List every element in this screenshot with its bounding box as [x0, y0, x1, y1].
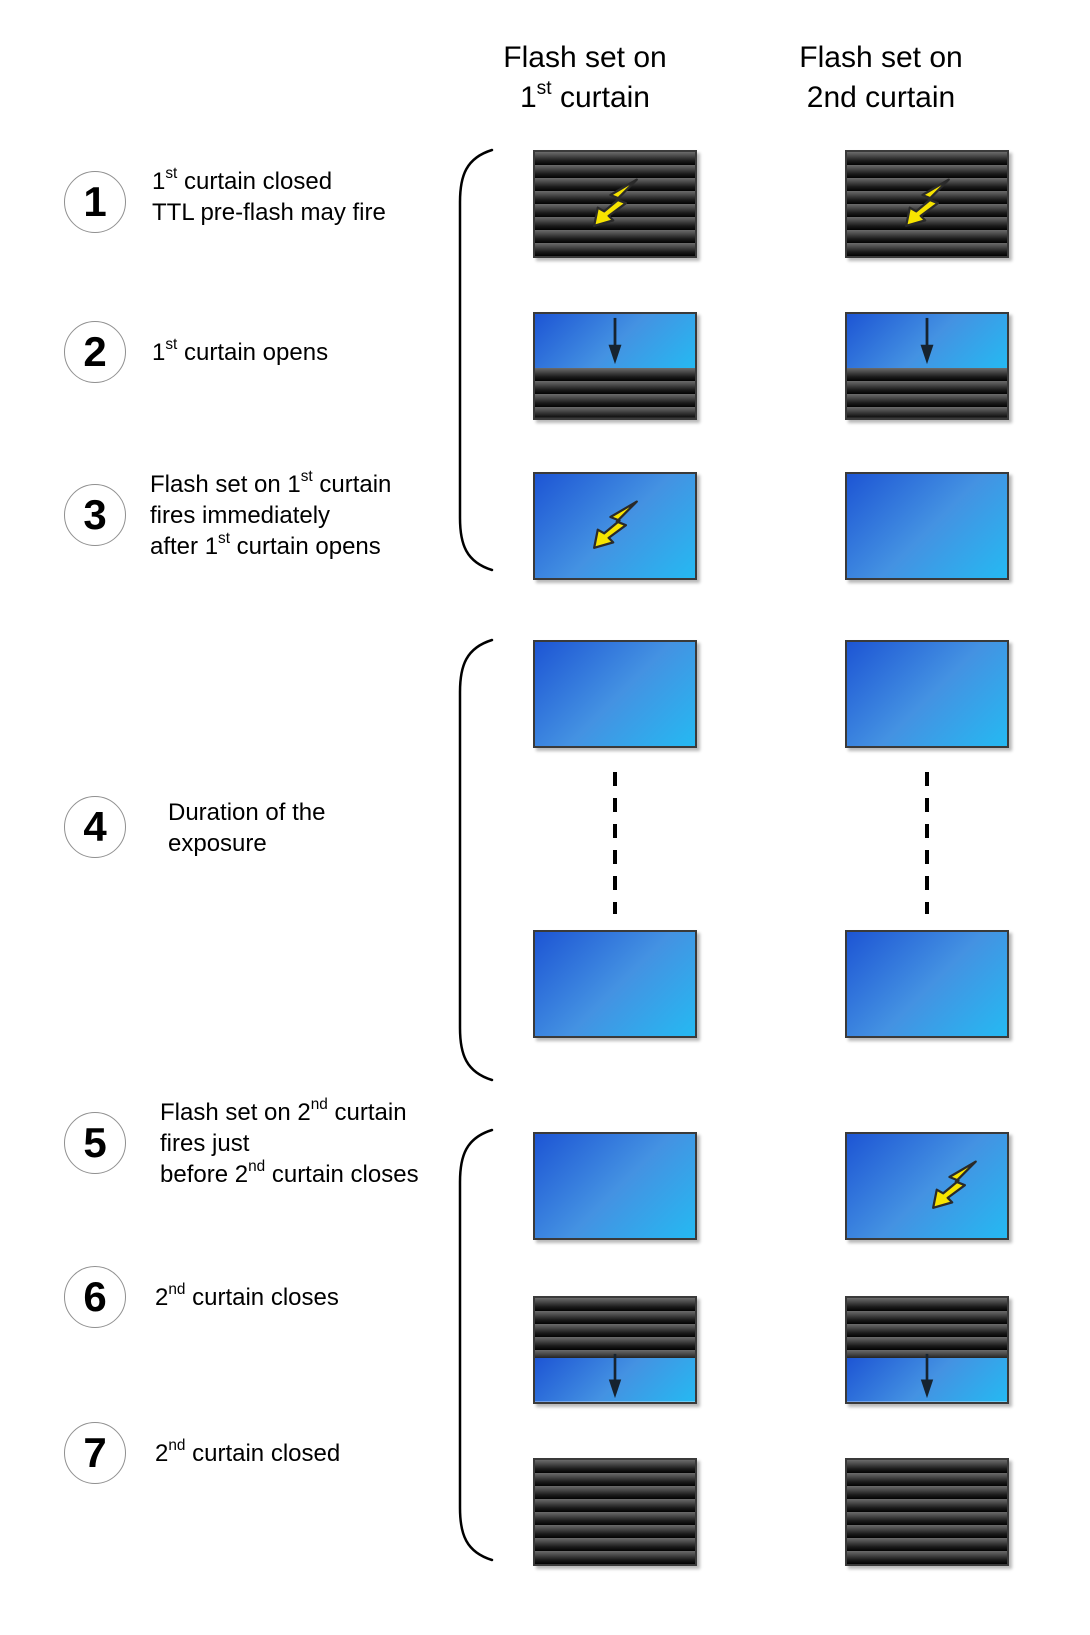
step-4-badge: 4 — [64, 796, 126, 858]
step-3-badge: 3 — [64, 484, 126, 546]
step-2-line-1: 1st curtain opens — [152, 336, 329, 366]
column-header-line: Flash set on — [799, 41, 963, 74]
step-4-line-2: exposure — [168, 830, 267, 857]
shutter-panel-row6-col2 — [845, 1296, 1009, 1404]
shutter-panel-row4end-col1 — [533, 930, 697, 1038]
step-1-badge: 1 — [64, 171, 126, 233]
exposure-dashed-line-col1 — [613, 772, 617, 914]
down-arrow-icon — [608, 1353, 622, 1399]
down-arrow-icon — [920, 1353, 934, 1399]
step-7-number: 7 — [83, 1429, 107, 1476]
down-arrow-icon — [608, 317, 622, 365]
step-1-label: 1st curtain closed TTL pre-flash may fir… — [152, 166, 386, 228]
step-2-badge: 2 — [64, 321, 126, 383]
shutter-panel-row5-col2 — [845, 1132, 1009, 1240]
column-header-second-curtain: Flash set on 2nd curtain — [731, 38, 1031, 118]
step-6-line-1: 2nd curtain closes — [155, 1281, 339, 1311]
shutter-panel-row6-col1 — [533, 1296, 697, 1404]
step-1-line-1: 1st curtain closed — [152, 165, 333, 195]
column-header-first-curtain: Flash set on 1st curtain — [435, 38, 735, 118]
step-7-badge: 7 — [64, 1422, 126, 1484]
step-4-label: Duration of the exposure — [168, 797, 325, 859]
step-4-number: 4 — [83, 803, 107, 850]
shutter-panel-row7-col2 — [845, 1458, 1009, 1566]
step-2-number: 2 — [83, 328, 107, 375]
bracket-steps-5-7 — [458, 1128, 494, 1562]
step-7-label: 2nd curtain closed — [155, 1438, 340, 1469]
step-2-label: 1st curtain opens — [152, 337, 328, 368]
shutter-panel-row7-col1 — [533, 1458, 697, 1566]
step-5-line-3: before 2nd curtain closes — [160, 1158, 419, 1188]
step-3-line-1: Flash set on 1st curtain — [150, 468, 392, 498]
exposure-dashed-line-col2 — [925, 772, 929, 914]
bracket-steps-1-3 — [458, 148, 494, 572]
step-5-label: Flash set on 2nd curtain fires just befo… — [160, 1097, 419, 1190]
lightning-icon — [593, 500, 638, 549]
shutter-panel-row2-col2 — [845, 312, 1009, 420]
step-1-line-2: TTL pre-flash may fire — [152, 199, 386, 226]
shutter-panel-row1-col2 — [845, 150, 1009, 258]
step-3-line-3: after 1st curtain opens — [150, 530, 381, 560]
step-4-line-1: Duration of the — [168, 799, 326, 826]
down-arrow-icon — [920, 317, 934, 365]
column-header-line: Flash set on — [503, 41, 667, 74]
step-6-number: 6 — [83, 1273, 107, 1320]
shutter-panel-row4start-col1 — [533, 640, 697, 748]
step-6-badge: 6 — [64, 1266, 126, 1328]
step-5-badge: 5 — [64, 1112, 126, 1174]
shutter-panel-row3-col2 — [845, 472, 1009, 580]
step-5-line-2: fires just — [160, 1130, 250, 1157]
shutter-panel-row2-col1 — [533, 312, 697, 420]
shutter-panel-row1-col1 — [533, 150, 697, 258]
shutter-panel-row4start-col2 — [845, 640, 1009, 748]
lightning-icon — [905, 178, 950, 227]
lightning-icon — [593, 178, 638, 227]
step-3-number: 3 — [83, 491, 107, 538]
step-1-number: 1 — [83, 178, 107, 225]
shutter-panel-row4end-col2 — [845, 930, 1009, 1038]
step-5-line-1: Flash set on 2nd curtain — [160, 1096, 407, 1126]
step-5-number: 5 — [83, 1119, 107, 1166]
column-header-line: 1st curtain — [519, 78, 650, 114]
shutter-panel-row5-col1 — [533, 1132, 697, 1240]
step-3-line-2: fires immediately — [150, 502, 331, 529]
bracket-step-4 — [458, 638, 494, 1082]
lightning-icon — [932, 1160, 977, 1209]
column-header-line: 2nd curtain — [806, 81, 956, 114]
step-3-label: Flash set on 1st curtain fires immediate… — [150, 469, 391, 562]
shutter-panel-row3-col1 — [533, 472, 697, 580]
step-6-label: 2nd curtain closes — [155, 1282, 339, 1313]
step-7-line-1: 2nd curtain closed — [155, 1437, 341, 1467]
